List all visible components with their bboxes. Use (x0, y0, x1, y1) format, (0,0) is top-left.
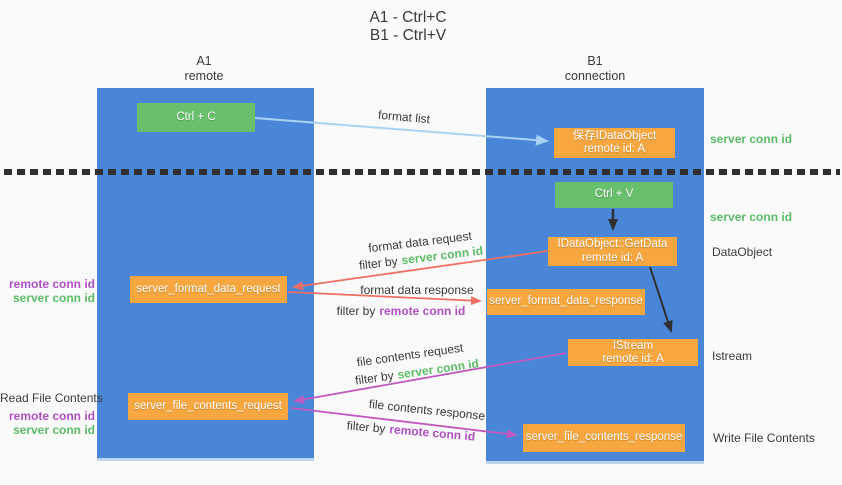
save-dataobject-box: 保存IDataObject remote id: A (554, 128, 675, 158)
getdata-box: IDataObject::GetData remote id: A (548, 237, 677, 266)
lane-b1-name: B1 (587, 54, 603, 68)
istream-line1: IStream (612, 340, 654, 352)
diagram-title: A1 - Ctrl+C B1 - Ctrl+V (369, 9, 446, 45)
format-data-response-label: format data response (360, 283, 474, 297)
lane-header-a1: A1 remote (185, 54, 224, 84)
server-file-contents-request-label: server_file_contents_request (134, 399, 282, 412)
write-file-contents-label: Write File Contents (713, 431, 815, 445)
server-format-data-request-box: server_format_data_request (130, 276, 287, 303)
server-conn-id-label-1: server conn id (12, 290, 95, 305)
lane-b1-role: connection (564, 69, 626, 83)
server-conn-id-right-top: server conn id (710, 132, 793, 146)
save-dataobject-line1: 保存IDataObject (572, 129, 657, 142)
filter-by-text-1: filter by (358, 253, 399, 273)
server-format-data-response-box: server_format_data_response (487, 289, 645, 315)
getdata-line2: remote id: A (581, 251, 644, 264)
ctrl-c-label: Ctrl + C (176, 110, 216, 123)
istream-box: IStream remote id: A (568, 339, 698, 366)
format-list-label: format list (377, 107, 431, 127)
server-format-data-request-label: server_format_data_request (136, 282, 281, 295)
getdata-line1: IDataObject::GetData (557, 238, 668, 250)
title-line-2: B1 - Ctrl+V (369, 27, 447, 44)
ctrl-v-box: Ctrl + V (555, 182, 673, 208)
istream-line2: remote id: A (602, 352, 664, 365)
title-line-1: A1 - Ctrl+C (369, 9, 447, 26)
left-conn-id-group-1: remote conn id server conn id (0, 277, 95, 305)
server-format-data-response-label: server_format_data_response (489, 295, 643, 308)
left-conn-id-group-2: remote conn id server conn id (0, 409, 95, 437)
filter-by-text-4: filter by (346, 418, 387, 436)
filter-by-text-3: filter by (354, 368, 395, 388)
server-conn-id-label-2: server conn id (12, 422, 95, 437)
filter-by-text-2: filter by (336, 304, 376, 318)
ctrl-c-box: Ctrl + C (137, 103, 255, 132)
server-file-contents-request-box: server_file_contents_request (128, 393, 288, 420)
remote-conn-id-label-1: remote conn id (8, 277, 95, 291)
read-file-contents-label: Read File Contents (0, 391, 103, 405)
server-conn-id-right-mid: server conn id (710, 210, 793, 224)
save-dataobject-line2: remote id: A (583, 143, 646, 155)
remote-conn-id-text-2: remote conn id (388, 422, 476, 444)
remote-conn-id-label-2: remote conn id (8, 409, 95, 423)
lane-header-b1: B1 connection (565, 54, 625, 84)
dataobject-label: DataObject (712, 245, 773, 259)
server-file-contents-response-label: server_file_contents_response (525, 431, 683, 444)
server-file-contents-response-box: server_file_contents_response (523, 424, 685, 452)
lane-a1-role: remote (184, 69, 224, 83)
file-contents-response-label: file contents response (368, 396, 486, 424)
istream-side-label: Istream (712, 349, 753, 363)
lane-a1-name: A1 (196, 54, 212, 68)
remote-conn-id-text-1: remote conn id (379, 304, 466, 318)
ctrl-v-label: Ctrl + V (594, 188, 634, 201)
